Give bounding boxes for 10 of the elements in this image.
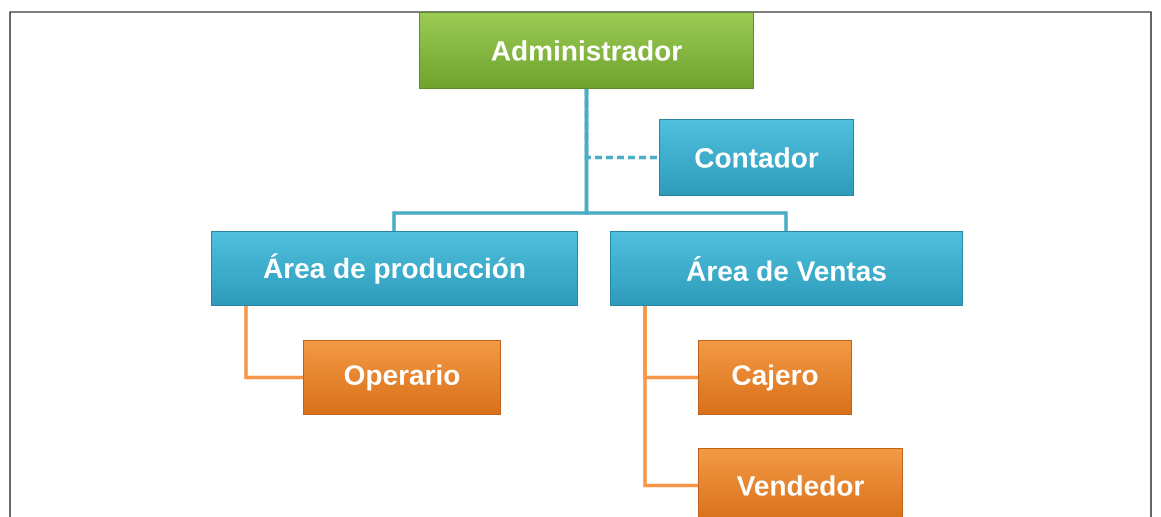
org-box: Contador: [659, 119, 854, 196]
org-box: Vendedor: [698, 448, 903, 517]
org-box: Administrador: [419, 12, 754, 89]
org-box: Operario: [303, 340, 501, 415]
org-box: Cajero: [698, 340, 852, 415]
connector-line: [584, 89, 788, 231]
org-box: Área de Ventas: [610, 231, 963, 306]
org-box: Área de producción: [211, 231, 578, 306]
connector-line: [244, 306, 303, 380]
connector-line: [643, 306, 698, 488]
